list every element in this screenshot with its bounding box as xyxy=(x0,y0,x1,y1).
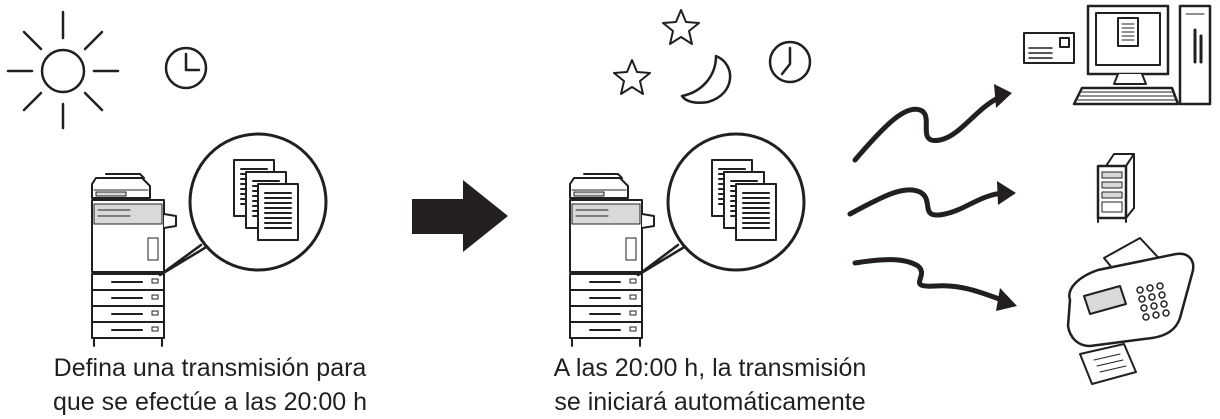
computer-icon xyxy=(1023,4,1212,106)
right-caption: A las 20:00 h, la transmisión se iniciar… xyxy=(520,351,900,419)
right-caption-line-1: A las 20:00 h, la transmisión xyxy=(553,354,867,382)
clock-icon xyxy=(768,40,812,84)
right-arrow-icon xyxy=(412,180,508,252)
speech-bubble-tail xyxy=(158,243,210,277)
multifunction-printer-icon xyxy=(569,173,655,347)
clock-icon xyxy=(164,46,208,90)
star-icon xyxy=(613,59,651,95)
star-icon xyxy=(662,9,700,45)
left-caption: Defina una transmisión para que se efect… xyxy=(10,351,410,419)
left-caption-line-2: que se efectúe a las 20:00 h xyxy=(52,388,368,416)
transmission-arrow xyxy=(852,257,1017,311)
transmission-arrow xyxy=(847,181,1016,218)
document-stack-icon xyxy=(668,134,804,270)
transmission-arrow xyxy=(852,84,1012,163)
moon-icon xyxy=(680,54,732,104)
server-icon xyxy=(1096,153,1135,223)
right-caption-line-2: se iniciará automáticamente xyxy=(554,388,866,416)
speech-bubble-tail xyxy=(636,243,688,277)
sun-icon xyxy=(6,10,120,130)
fax-machine-icon xyxy=(1066,237,1195,385)
left-caption-line-1: Defina una transmisión para xyxy=(53,354,367,382)
multifunction-printer-icon xyxy=(91,173,177,347)
document-stack-icon xyxy=(190,134,326,270)
